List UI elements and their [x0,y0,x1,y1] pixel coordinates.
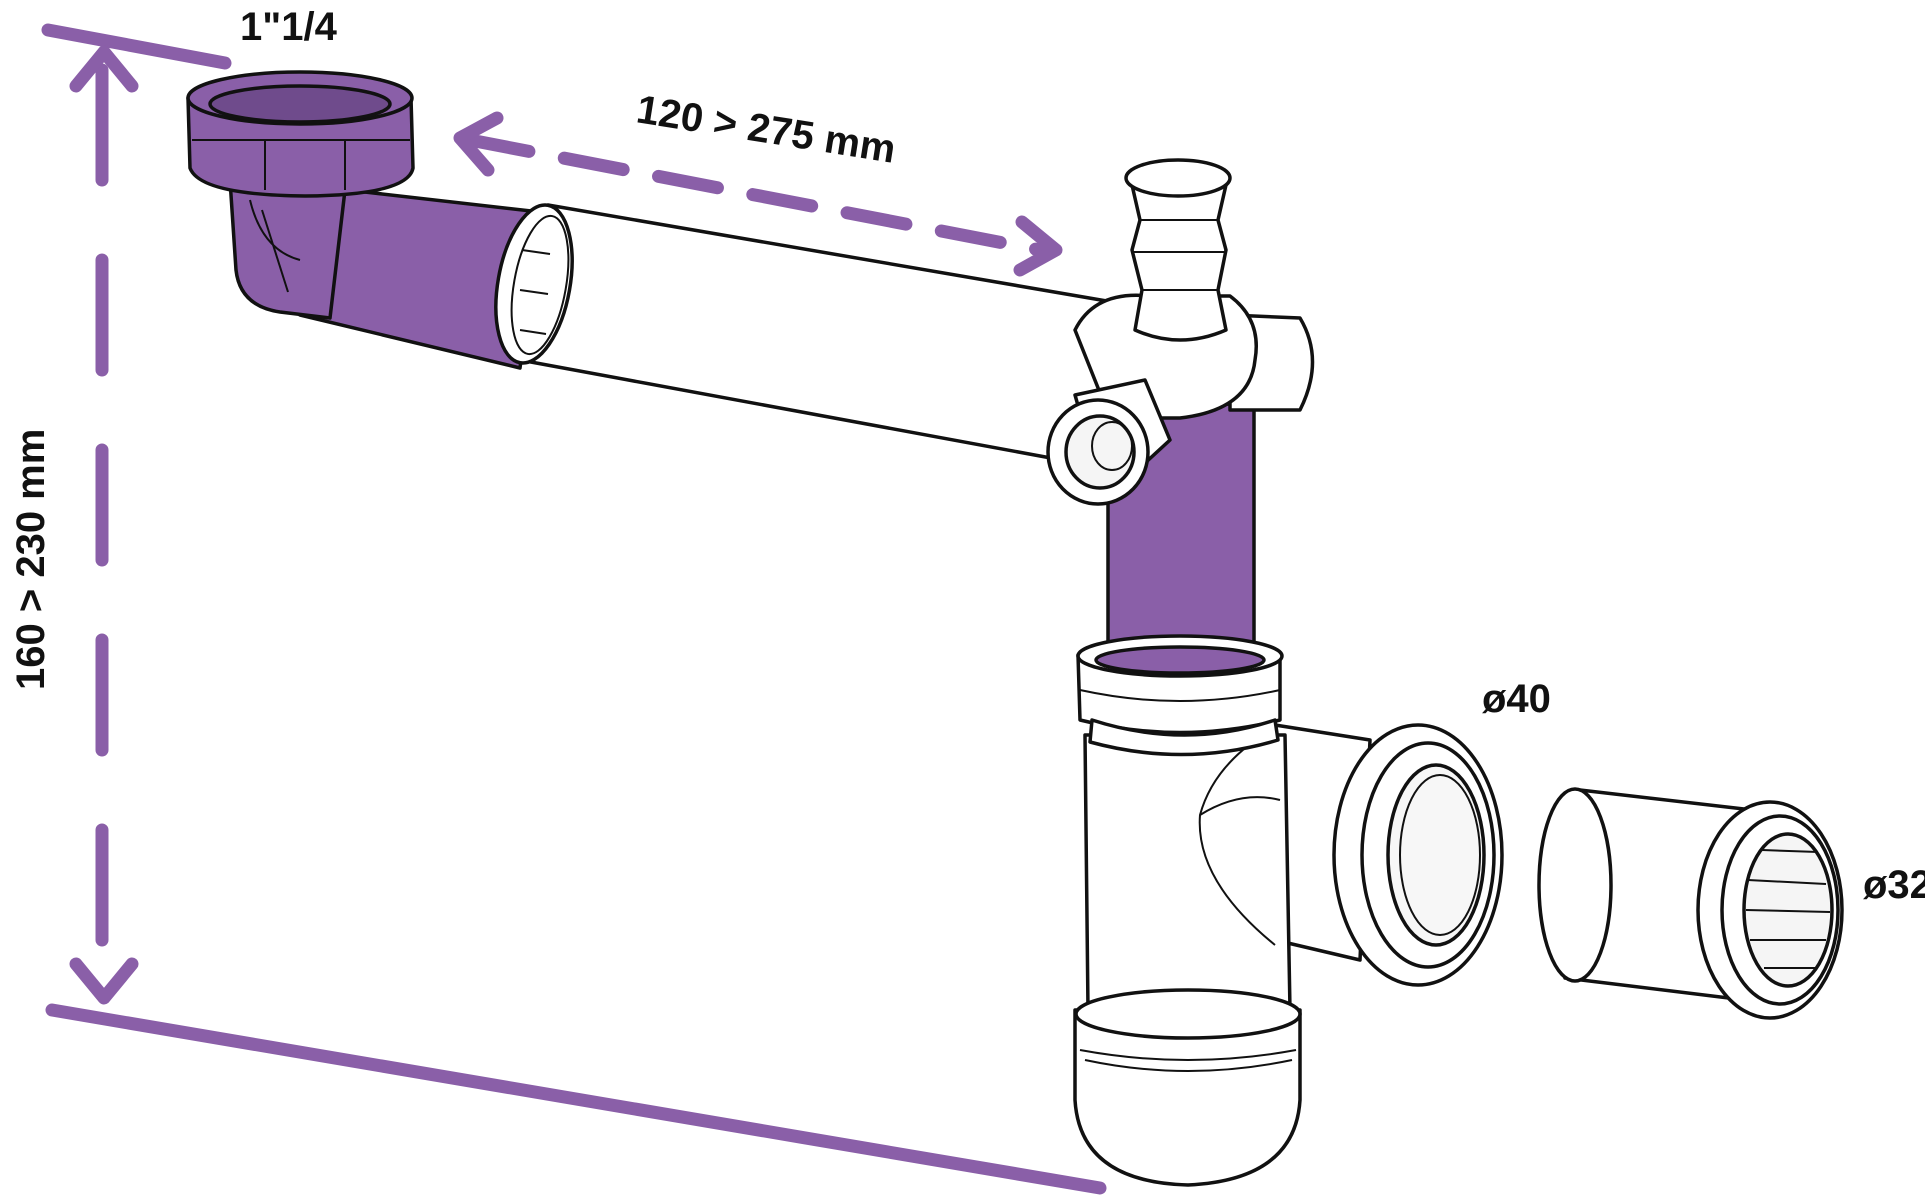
neck-ring [1088,718,1280,757]
outlet-32-label: ø32 [1863,863,1925,907]
vertical-range-label: 160 > 230 mm [9,429,53,690]
reducer-32-adapter [1537,787,1844,1020]
outlet-40-ring [1332,723,1504,987]
bottle-body [1083,733,1292,1012]
dimension-lines [41,23,1107,1195]
horizontal-arrow-right [1013,215,1063,277]
bottom-cup [1073,1008,1302,1187]
hose-nozzle-tip [1124,158,1232,198]
outlet-40-label: ø40 [1482,677,1551,721]
central-tee [1046,158,1315,652]
bottle-trap [1073,634,1372,1187]
hose-nozzle [1130,183,1228,342]
bottom-reference-line [45,1003,1107,1195]
top-reference-line [41,23,232,70]
outer-tube-end-rim [494,203,574,365]
inlet-thread-label: 1"1/4 [240,5,338,49]
horizontal-arrow-left [453,111,504,177]
inlet-elbow [186,70,415,320]
vertical-arrow-top [69,45,139,93]
horizontal-pipe [298,186,1132,470]
vertical-arrow-bottom [69,957,139,1005]
inlet-nut [186,96,415,198]
horizontal-range-label: 120 > 275 mm [634,87,899,171]
horizontal-dimension-line [463,133,1047,257]
